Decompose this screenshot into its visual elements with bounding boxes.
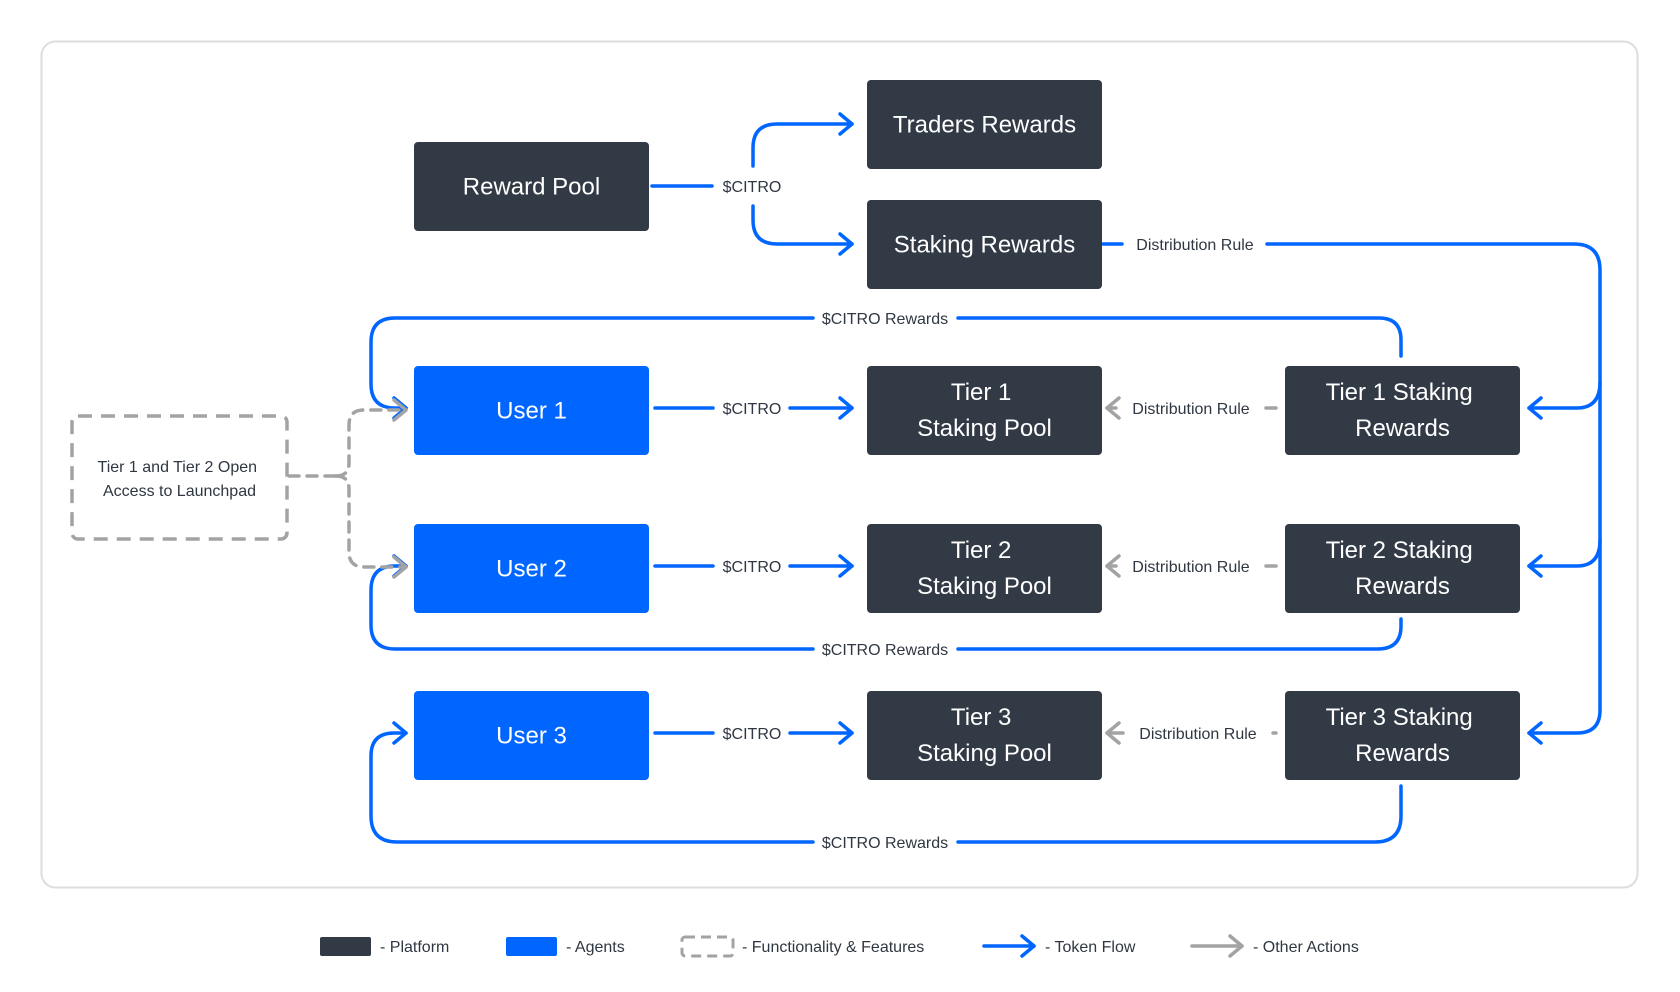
node-user-3[interactable]: User 3 (414, 691, 649, 780)
node-user-2-label: User 2 (496, 556, 567, 583)
node-tier3-staking-rewards-label: Tier 3 Staking Rewards (1326, 704, 1480, 767)
node-tier1-staking-rewards-box (1285, 366, 1520, 455)
legend-token-flow-label: - Token Flow (1045, 939, 1136, 956)
node-tier2-staking-rewards-line-2: Rewards (1355, 573, 1450, 600)
legend: - Platform - Agents - Functionality & Fe… (320, 934, 1359, 958)
edge-to-tier1-rewards (1527, 380, 1602, 420)
legend-item-platform: - Platform (320, 937, 449, 956)
node-user-2-box (414, 524, 649, 613)
edge-label-user1-stake: $CITRO (723, 401, 782, 418)
edge-label-tier2-return: $CITRO Rewards (822, 642, 948, 659)
edge-distribution-trunk (1265, 242, 1602, 745)
feature-box: Tier 1 and Tier 2 Open Access to Launchp… (70, 414, 289, 541)
edge-label-tier2-distribution: Distribution Rule (1132, 559, 1249, 576)
legend-platform-swatch (320, 937, 371, 956)
legend-agents-swatch (506, 937, 557, 956)
node-tier2-staking-pool-label: Tier 2 Staking Pool (917, 537, 1052, 600)
legend-other-actions-label: - Other Actions (1253, 939, 1359, 956)
node-tier2-staking-rewards-line-1: Tier 2 Staking (1326, 537, 1473, 564)
node-tier3-staking-pool-box (867, 691, 1102, 780)
node-staking-rewards-label: Staking Rewards (894, 232, 1075, 259)
node-tier1-staking-rewards-label: Tier 1 Staking Rewards (1326, 379, 1480, 442)
edge-feature-to-user1 (334, 398, 408, 478)
node-tier3-staking-rewards-box (1285, 691, 1520, 780)
node-tier3-staking-pool-label: Tier 3 Staking Pool (917, 704, 1052, 767)
legend-platform-label: - Platform (380, 939, 449, 956)
node-tier1-staking-rewards-line-1: Tier 1 Staking (1326, 379, 1473, 406)
node-user-3-box (414, 691, 649, 780)
feature-box-label: Tier 1 and Tier 2 Open Access to Launchp… (98, 459, 262, 500)
legend-item-agents: - Agents (506, 937, 625, 956)
edge-to-traders-rewards (751, 112, 854, 168)
node-tier3-staking-pool-line-2: Staking Pool (917, 740, 1052, 767)
node-user-1-label: User 1 (496, 398, 567, 425)
node-traders-rewards-label: Traders Rewards (893, 112, 1076, 139)
edge-label-staking-distribution: Distribution Rule (1136, 237, 1253, 254)
node-tier3-staking-rewards-line-1: Tier 3 Staking (1326, 704, 1473, 731)
node-tier2-staking-rewards-label: Tier 2 Staking Rewards (1326, 537, 1480, 600)
feature-box-line-2: Access to Launchpad (103, 483, 256, 500)
node-tier3-staking-rewards[interactable]: Tier 3 Staking Rewards (1285, 691, 1520, 780)
node-tier3-staking-rewards-line-2: Rewards (1355, 740, 1450, 767)
node-tier2-staking-rewards[interactable]: Tier 2 Staking Rewards (1285, 524, 1520, 613)
node-tier1-staking-pool-line-1: Tier 1 (951, 379, 1011, 406)
node-staking-rewards[interactable]: Staking Rewards (867, 200, 1102, 289)
legend-item-features: - Functionality & Features (680, 935, 924, 958)
node-traders-rewards-box (867, 80, 1102, 169)
edge-tier3-return (369, 733, 1403, 844)
node-traders-rewards[interactable]: Traders Rewards (867, 80, 1102, 169)
feature-box-line-1: Tier 1 and Tier 2 Open (98, 459, 258, 476)
legend-features-label: - Functionality & Features (742, 939, 924, 956)
node-tier3-staking-pool-line-1: Tier 3 (951, 704, 1011, 731)
edge-label-tier3-distribution: Distribution Rule (1139, 726, 1256, 743)
node-user-1-box (414, 366, 649, 455)
node-reward-pool-box (414, 142, 649, 231)
nodes: Reward Pool Traders Rewards Staking Rewa… (414, 80, 1520, 780)
node-tier1-staking-pool-box (867, 366, 1102, 455)
edge-labels: $CITRO Distribution Rule $CITRO $CITRO $… (723, 179, 1257, 852)
feature-box-border (70, 414, 289, 541)
edge-label-tier3-return: $CITRO Rewards (822, 835, 948, 852)
node-staking-rewards-box (867, 200, 1102, 289)
diagram-frame (40, 40, 1639, 889)
node-tier1-staking-rewards-line-2: Rewards (1355, 415, 1450, 442)
node-user-3-label: User 3 (496, 723, 567, 750)
legend-agents-label: - Agents (566, 939, 625, 956)
node-tier1-staking-rewards[interactable]: Tier 1 Staking Rewards (1285, 366, 1520, 455)
edge-feature-to-user2 (334, 474, 408, 579)
node-reward-pool-label: Reward Pool (463, 174, 600, 201)
node-user-1[interactable]: User 1 (414, 366, 649, 455)
edge-label-user2-stake: $CITRO (723, 559, 782, 576)
edge-label-user3-stake: $CITRO (723, 726, 782, 743)
node-tier2-staking-pool-box (867, 524, 1102, 613)
node-tier2-staking-rewards-box (1285, 524, 1520, 613)
node-reward-pool[interactable]: Reward Pool (414, 142, 649, 231)
edge-to-staking-rewards (751, 204, 854, 256)
edges (287, 112, 1602, 844)
node-tier2-staking-pool[interactable]: Tier 2 Staking Pool (867, 524, 1102, 613)
edge-label-tier1-distribution: Distribution Rule (1132, 401, 1249, 418)
node-user-2[interactable]: User 2 (414, 524, 649, 613)
legend-features-swatch (680, 935, 735, 958)
node-tier3-staking-pool[interactable]: Tier 3 Staking Pool (867, 691, 1102, 780)
edge-label-tier1-return: $CITRO Rewards (822, 311, 948, 328)
node-tier1-staking-pool[interactable]: Tier 1 Staking Pool (867, 366, 1102, 455)
edge-label-reward-split: $CITRO (723, 179, 782, 196)
node-tier2-staking-pool-line-1: Tier 2 (951, 537, 1011, 564)
node-tier2-staking-pool-line-2: Staking Pool (917, 573, 1052, 600)
legend-item-other-actions: - Other Actions (1190, 934, 1359, 958)
edge-to-tier2-rewards (1527, 538, 1602, 578)
edge-tier1-return (369, 316, 1403, 408)
legend-item-token-flow: - Token Flow (982, 934, 1136, 958)
node-tier1-staking-pool-label: Tier 1 Staking Pool (917, 379, 1052, 442)
node-tier1-staking-pool-line-2: Staking Pool (917, 415, 1052, 442)
